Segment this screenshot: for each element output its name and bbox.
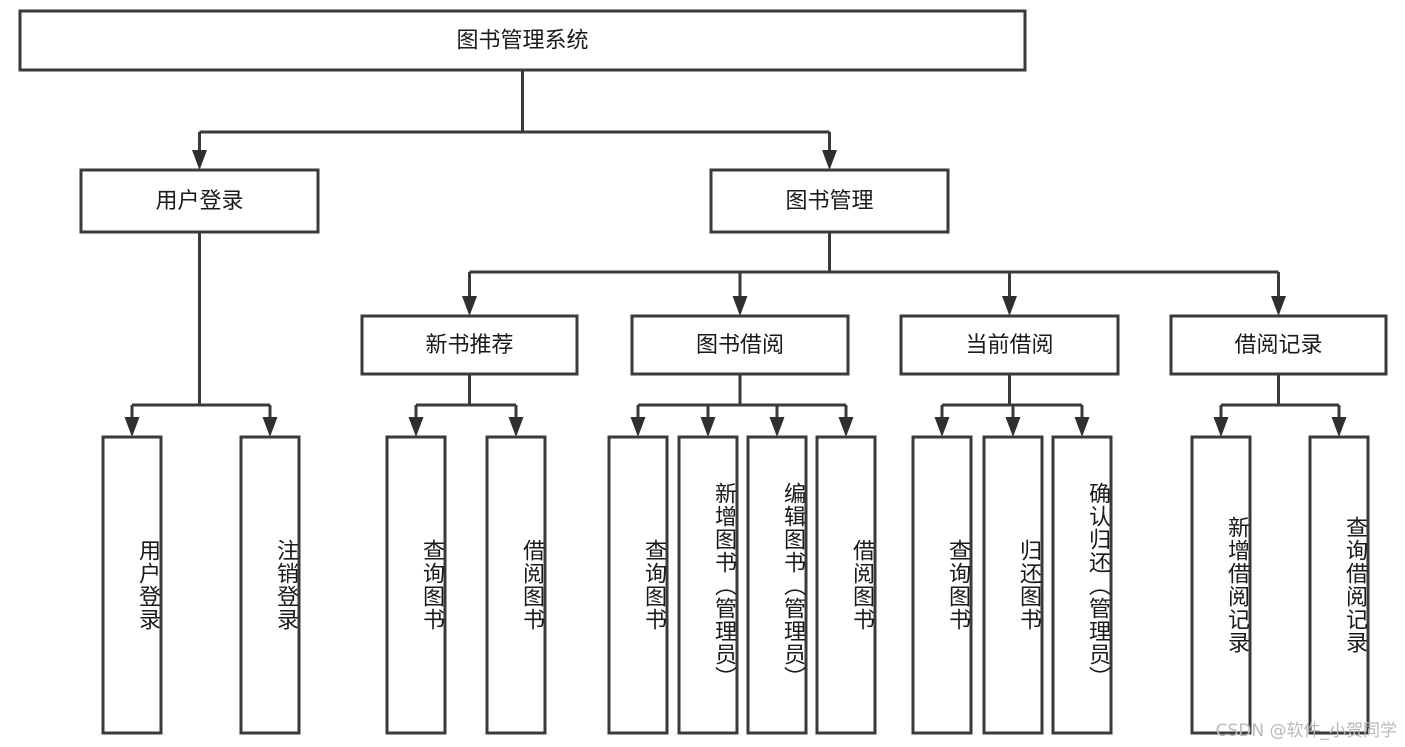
node-box-user-login[interactable] bbox=[79, 168, 320, 234]
arrow-head-icon bbox=[408, 417, 424, 437]
arrow-head-icon bbox=[838, 417, 854, 437]
node-box-user-login-leaf[interactable] bbox=[101, 435, 163, 735]
node-box-cb-query-book[interactable] bbox=[911, 435, 973, 735]
node-box-bb-edit-book[interactable] bbox=[746, 435, 808, 735]
node-box-current-borrow[interactable] bbox=[899, 314, 1120, 376]
node-box-nbr-borrow-book[interactable] bbox=[485, 435, 547, 735]
arrow-head-icon bbox=[1331, 417, 1347, 437]
arrow-head-icon bbox=[124, 417, 140, 437]
node-box-root[interactable] bbox=[18, 9, 1027, 72]
arrow-head-icon bbox=[630, 417, 646, 437]
node-box-book-borrow[interactable] bbox=[630, 314, 850, 376]
arrow-head-icon bbox=[192, 150, 207, 170]
node-box-cb-confirm-return[interactable] bbox=[1051, 435, 1113, 735]
node-box-br-query-record[interactable] bbox=[1308, 435, 1370, 735]
node-box-bb-borrow-book[interactable] bbox=[815, 435, 877, 735]
node-box-br-add-record[interactable] bbox=[1190, 435, 1252, 735]
arrow-head-icon bbox=[934, 417, 950, 437]
arrow-head-icon bbox=[462, 296, 477, 316]
arrow-head-icon bbox=[1271, 296, 1286, 316]
node-label-borrow-record: 借阅记录 bbox=[1234, 333, 1322, 358]
arrow-head-icon bbox=[508, 417, 524, 437]
arrow-head-icon bbox=[1213, 417, 1229, 437]
arrow-head-icon bbox=[262, 417, 278, 437]
node-box-cb-return-book[interactable] bbox=[982, 435, 1044, 735]
node-label-root: 图书管理系统 bbox=[456, 29, 588, 54]
node-box-borrow-record[interactable] bbox=[1169, 314, 1388, 376]
connector-layer bbox=[124, 70, 1347, 437]
node-box-layer bbox=[18, 9, 1388, 735]
node-box-bb-query-book[interactable] bbox=[607, 435, 669, 735]
watermark: CSDN @软件_小贺同学 bbox=[1215, 721, 1397, 741]
node-label-new-book-rec: 新书推荐 bbox=[425, 333, 513, 358]
arrow-head-icon bbox=[1005, 417, 1021, 437]
arrow-head-icon bbox=[1074, 417, 1090, 437]
node-box-user-logout-leaf[interactable] bbox=[239, 435, 301, 735]
arrow-head-icon bbox=[1002, 296, 1017, 316]
node-box-bb-add-book[interactable] bbox=[677, 435, 739, 735]
node-box-new-book-rec[interactable] bbox=[360, 314, 579, 376]
node-label-book-borrow: 图书借阅 bbox=[696, 333, 784, 358]
node-box-nbr-query-book[interactable] bbox=[385, 435, 447, 735]
arrow-head-icon bbox=[822, 150, 837, 170]
arrow-head-icon bbox=[769, 417, 785, 437]
arrow-head-icon bbox=[732, 296, 748, 316]
node-box-book-manage[interactable] bbox=[709, 168, 950, 234]
arrow-head-icon bbox=[700, 417, 716, 437]
node-label-user-login: 用户登录 bbox=[155, 189, 243, 214]
node-label-book-manage: 图书管理 bbox=[785, 189, 873, 214]
node-label-current-borrow: 当前借阅 bbox=[965, 333, 1053, 358]
